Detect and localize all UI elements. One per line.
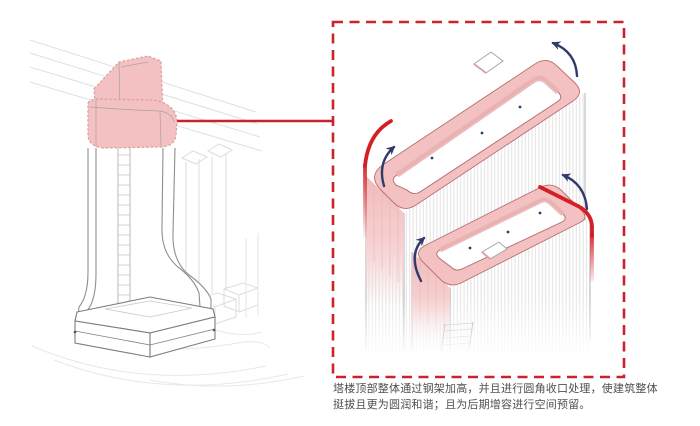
upper-roof-markers bbox=[430, 105, 522, 160]
lower-notch-edge bbox=[481, 251, 491, 260]
curl-arrow-upper-left-icon bbox=[380, 145, 396, 188]
upper-roof-notch bbox=[473, 51, 504, 74]
curl-arrow-lower-left-icon bbox=[413, 236, 426, 283]
red-corner-edge-lower bbox=[538, 185, 594, 282]
red-corner-edge-upper bbox=[363, 119, 393, 238]
lower-parapet-inner-face bbox=[438, 197, 565, 253]
curl-arrow-upper-right-icon bbox=[551, 41, 579, 78]
upper-parapet-inner-face bbox=[395, 75, 560, 178]
tower-crown-highlight bbox=[87, 55, 178, 149]
curl-arrow-lower-right-icon bbox=[561, 173, 589, 211]
tower-crown-detail bbox=[331, 20, 626, 379]
detail-callout-box bbox=[331, 20, 626, 379]
lower-roof-markers bbox=[468, 211, 542, 250]
tower-podium bbox=[73, 296, 216, 358]
facade-fade bbox=[336, 298, 622, 354]
notch-edge bbox=[473, 63, 487, 74]
tower-axonometric-overview bbox=[29, 39, 333, 387]
caption-text: 塔楼顶部整体通过钢架加高，并且进行圆角收口处理，使建筑整体挺拔且更为圆润和谐；且… bbox=[333, 382, 658, 411]
